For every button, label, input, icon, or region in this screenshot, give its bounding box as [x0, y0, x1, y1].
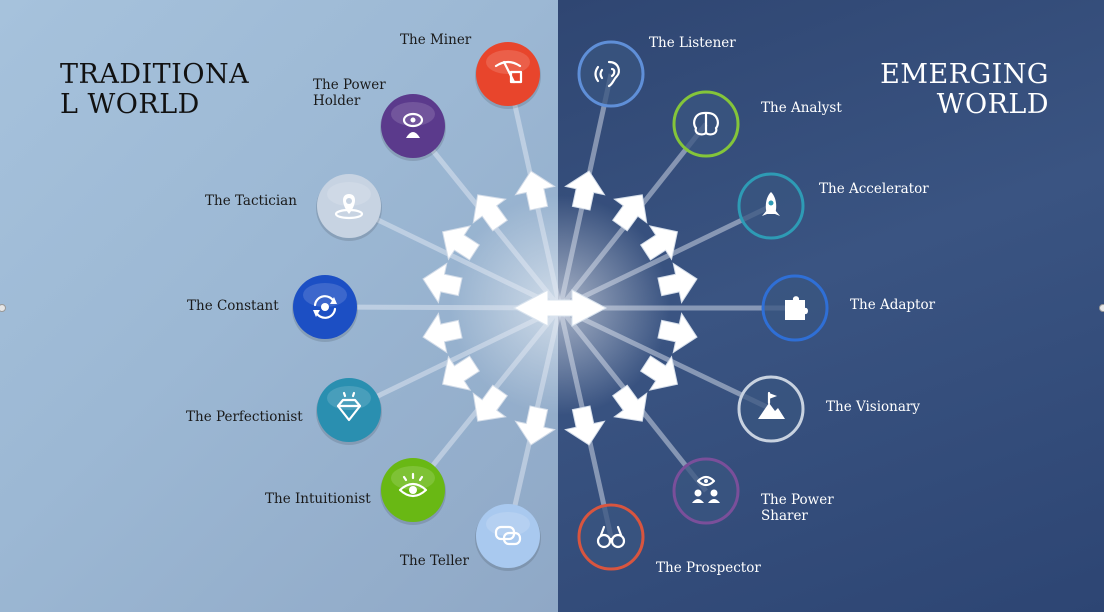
label-visionary: The Visionary: [826, 399, 921, 415]
map-pin-icon: [334, 194, 364, 220]
direction-arrow: [564, 170, 606, 211]
label-analyst: The Analyst: [761, 100, 842, 116]
label-tactician: The Tactician: [205, 193, 297, 209]
binoculars-node: [577, 503, 645, 571]
label-accelerator: The Accelerator: [819, 181, 929, 197]
refresh-node: [292, 275, 358, 342]
eye-icon: [398, 472, 428, 498]
direction-arrow: [657, 262, 698, 304]
binoculars-icon: [596, 525, 626, 549]
label-power-holder: The Power Holder: [313, 77, 386, 109]
direction-arrow: [657, 312, 698, 354]
direction-arrow: [472, 194, 509, 232]
ear-node: [577, 40, 645, 108]
mountain-flag-node: [737, 375, 805, 443]
direction-arrow: [611, 194, 648, 232]
pickaxe-node: [475, 42, 541, 109]
eye-person-icon: [402, 112, 424, 138]
rocket-icon: [762, 192, 780, 216]
brain-node: [672, 90, 740, 158]
diamond-node: [316, 378, 382, 445]
diamond-icon: [336, 391, 362, 422]
label-adaptor: The Adaptor: [850, 297, 936, 313]
speech-bubble-node: [475, 504, 541, 571]
arrow-ring: [422, 170, 698, 446]
map-pin-node: [316, 174, 382, 241]
direction-arrow: [611, 384, 648, 422]
label-prospector: The Prospector: [656, 560, 761, 576]
label-constant: The Constant: [187, 298, 279, 314]
brain-icon: [693, 111, 719, 136]
direction-arrow: [514, 170, 556, 211]
connector-line: [558, 203, 773, 311]
label-listener: The Listener: [649, 35, 736, 51]
direction-arrow: [422, 262, 463, 304]
rocket-node: [737, 172, 805, 240]
label-teller: The Teller: [400, 553, 470, 569]
refresh-icon: [313, 295, 337, 319]
direction-arrow: [639, 225, 679, 261]
profile-nodes: [292, 40, 829, 571]
ear-icon: [594, 60, 620, 88]
label-perfectionist: The Perfectionist: [186, 409, 303, 425]
direction-arrow: [514, 405, 556, 446]
label-power-sharer: The Power Sharer: [761, 492, 834, 524]
group-eye-node: [672, 457, 740, 525]
puzzle-node: [761, 274, 829, 342]
direction-arrow: [639, 355, 679, 391]
direction-arrow: [472, 384, 509, 422]
label-miner: The Miner: [400, 32, 472, 48]
eye-node: [380, 458, 446, 525]
direction-arrow: [422, 312, 463, 354]
connector-line: [347, 203, 562, 311]
label-intuitionist: The Intuitionist: [265, 491, 371, 507]
direction-arrow: [564, 405, 606, 446]
connector-line: [558, 305, 773, 412]
pickaxe-icon: [494, 60, 523, 84]
connector-line: [347, 305, 562, 413]
emerging-world-title: EMERGING WORLD: [880, 59, 1049, 120]
speech-bubble-icon: [494, 525, 522, 546]
slide-edge-handle-right: [1099, 304, 1104, 312]
center-double-arrow: [512, 289, 608, 327]
direction-arrow: [441, 225, 481, 261]
direction-arrow: [441, 355, 481, 391]
traditional-world-title: TRADITIONA L WORLD: [60, 59, 250, 120]
mountain-flag-icon: [758, 391, 785, 419]
group-eye-icon: [692, 475, 720, 503]
eye-person-node: [380, 94, 446, 161]
slide-edge-handle-left: [0, 304, 6, 312]
puzzle-icon: [785, 296, 808, 320]
